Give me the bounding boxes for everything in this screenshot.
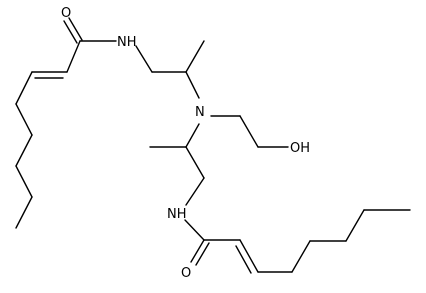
bond-carbonyl-top-b <box>63 20 78 44</box>
bond-nh-c1-bottom <box>184 219 205 241</box>
bond-carbonyl-bottom-a <box>190 239 205 263</box>
bond-c7-c8-top <box>15 196 33 229</box>
bond-c2-c3-bottom-double <box>235 245 252 274</box>
amide-nitrogen-top: NH <box>117 35 137 50</box>
amide-nitrogen-bottom: NH <box>167 207 187 222</box>
bond-ch2-nh-bottom <box>185 177 205 206</box>
bond-c5-c6-top <box>15 134 33 167</box>
bond-ch-methyl-top <box>185 40 205 73</box>
bond-c4-c5-top <box>15 103 33 136</box>
bond-c6-c7-top <box>15 165 33 198</box>
bond-carbonyl-top-a <box>68 17 83 41</box>
bond-c3-c4-top <box>15 71 33 105</box>
bond-carbonyl-bottom-b <box>195 242 210 266</box>
bond-ch-n-top <box>185 71 200 99</box>
bond-ch-ch2-bottom <box>185 146 205 179</box>
core-backbone <box>135 40 289 206</box>
bond-c6-c7-bottom <box>345 209 365 242</box>
bond-nh-ch2-top <box>135 45 153 73</box>
hydroxyl-group: OH <box>290 141 310 156</box>
bond-c2-c3-bottom <box>239 239 259 273</box>
carbonyl-oxygen-bottom: O <box>181 266 191 281</box>
atom-labels: O NH N OH NH O <box>61 6 310 281</box>
bond-c4-c5-bottom <box>291 240 311 273</box>
upper-octenoyl-chain <box>15 17 117 229</box>
carbonyl-oxygen-top: O <box>61 6 71 21</box>
tertiary-amine-nitrogen: N <box>195 105 205 120</box>
lower-octenoyl-chain <box>184 209 411 274</box>
bond-ch2-ch2-ethanol <box>239 115 259 148</box>
bond-c1-c2-top <box>66 40 81 73</box>
bond-n-ch-bottom <box>185 123 200 148</box>
